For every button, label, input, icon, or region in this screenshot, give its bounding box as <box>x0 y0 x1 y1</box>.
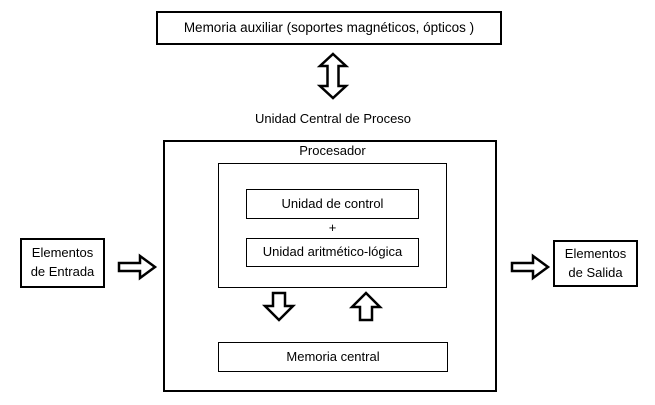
plus-connector: + <box>246 219 419 237</box>
input-right-arrow-icon <box>117 253 158 281</box>
procesador-title: Procesador <box>218 142 447 160</box>
elementos-de-entrada-box: Elementos de Entrada <box>20 238 105 288</box>
unidad-de-control-label: Unidad de control <box>281 195 384 211</box>
unidad-de-control-box: Unidad de control <box>246 189 419 219</box>
elementos-de-entrada-label: Elementos de Entrada <box>30 245 95 279</box>
procesador-title-label: Procesador <box>299 142 366 158</box>
output-right-arrow-icon <box>510 253 551 281</box>
bidirectional-vertical-arrow-icon <box>316 52 350 100</box>
procesador-box <box>218 163 447 288</box>
memoria-central-label: Memoria central <box>286 348 380 364</box>
ucp-title-label: Unidad Central de Proceso <box>254 110 412 126</box>
plus-label: + <box>328 219 337 235</box>
memoria-auxiliar-label: Memoria auxiliar (soportes magnéticos, ó… <box>183 19 475 35</box>
elementos-de-salida-box: Elementos de Salida <box>553 240 638 287</box>
down-arrow-icon <box>261 291 297 322</box>
elementos-de-salida-label: Elementos de Salida <box>564 245 627 280</box>
unidad-aritmetico-logica-label: Unidad aritmético-lógica <box>262 244 403 260</box>
up-arrow-icon <box>348 291 384 322</box>
memoria-auxiliar-box: Memoria auxiliar (soportes magnéticos, ó… <box>156 11 502 45</box>
unidad-aritmetico-logica-box: Unidad aritmético-lógica <box>246 238 419 267</box>
ucp-title: Unidad Central de Proceso <box>163 110 503 128</box>
memoria-central-box: Memoria central <box>218 342 448 372</box>
